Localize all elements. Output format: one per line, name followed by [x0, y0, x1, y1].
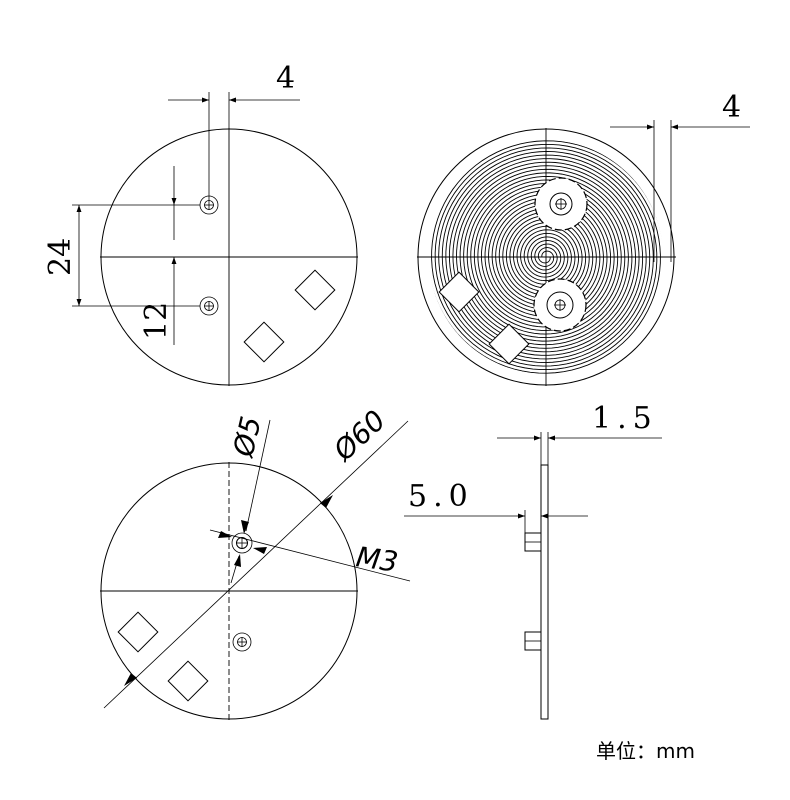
- dim-top-right-width: 4: [722, 90, 741, 125]
- dim-top-left-12: 12: [139, 302, 174, 340]
- top-left-view: 4 24 12: [43, 61, 358, 386]
- top-right-view: 4: [417, 90, 750, 386]
- spiral-trace-line-2: [429, 143, 661, 374]
- bottom-left-view: Ø60 Ø5 M3: [100, 404, 411, 720]
- unit-label: 单位：mm: [596, 739, 695, 763]
- dim-thickness: 1.5: [592, 401, 658, 436]
- dim-stud-height: 5.0: [408, 479, 474, 514]
- hole-lower: [232, 632, 252, 652]
- side-view: 1.5 5.0: [404, 401, 662, 720]
- pad-bl-upper: [117, 611, 159, 653]
- dim-top-left-24: 24: [43, 238, 78, 276]
- hole-bottom: [199, 296, 219, 316]
- dim-thread: M3: [354, 540, 400, 579]
- terminal-upper: [534, 177, 588, 231]
- dim-top-left-width: 4: [276, 61, 295, 96]
- pad-lower: [243, 321, 285, 363]
- terminal-lower: [533, 278, 587, 332]
- spiral-trace-line-1: [431, 140, 663, 371]
- dim-diameter-disc: Ø60: [327, 404, 392, 468]
- hole-m3: [231, 532, 253, 554]
- pad-right-upper: [438, 271, 480, 313]
- pad-bl-lower: [167, 660, 209, 702]
- pad-right-lower: [488, 323, 530, 365]
- dim-diameter-hole: Ø5: [226, 413, 267, 460]
- pad-upper: [294, 269, 336, 311]
